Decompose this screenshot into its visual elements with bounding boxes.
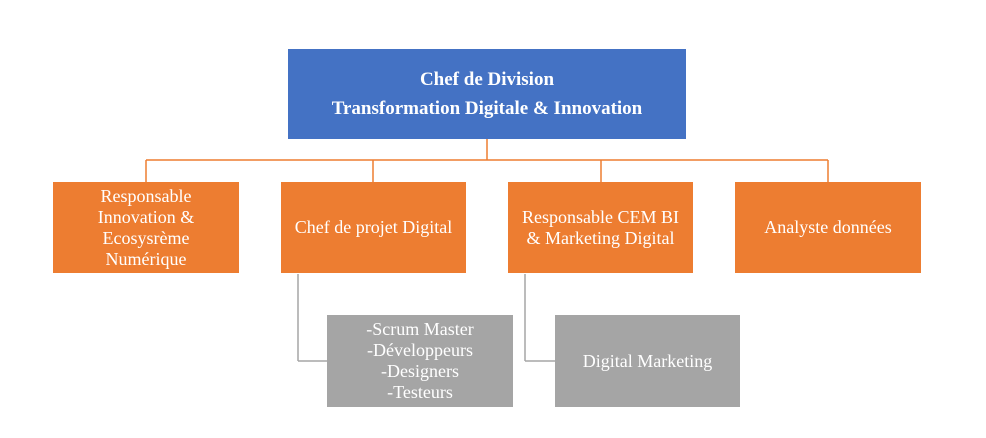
team-node-projet-digital: -Scrum Master -Développeurs -Designers -… [327,315,513,407]
team-1-line-1: -Scrum Master [366,319,474,339]
team-1-line-3: -Designers [381,361,459,381]
team-1-line-4: -Testeurs [387,382,453,402]
role-node-analyste-donnees: Analyste données [735,182,921,273]
role-4-line-1: Analyste données [764,217,892,237]
role-node-chef-de-projet-digital: Chef de projet Digital [281,182,466,273]
role-1-line-1: Responsable [100,185,192,206]
team-node-digital-marketing: Digital Marketing [555,315,740,407]
role-3-line-2: & Marketing Digital [526,227,675,248]
team-1-line-2: -Développeurs [367,340,473,360]
role-1-line-4: Numérique [105,248,187,269]
role-node-responsable-cem-bi: Responsable CEM BI & Marketing Digital [508,182,693,273]
role-2-line-1: Chef de projet Digital [294,217,453,237]
root-node-chef-de-division: Chef de Division Transformation Digitale… [288,49,686,139]
role-1-line-2: Innovation & [97,206,195,227]
root-subtitle: Transformation Digitale & Innovation [331,98,643,119]
role-node-responsable-innovation: Responsable Innovation & Ecosysrème Numé… [53,182,239,273]
role-1-line-3: Ecosysrème [102,227,190,248]
root-title: Chef de Division [419,69,555,90]
role-3-line-1: Responsable CEM BI [522,206,679,227]
team-2-line-1: Digital Marketing [582,350,713,371]
